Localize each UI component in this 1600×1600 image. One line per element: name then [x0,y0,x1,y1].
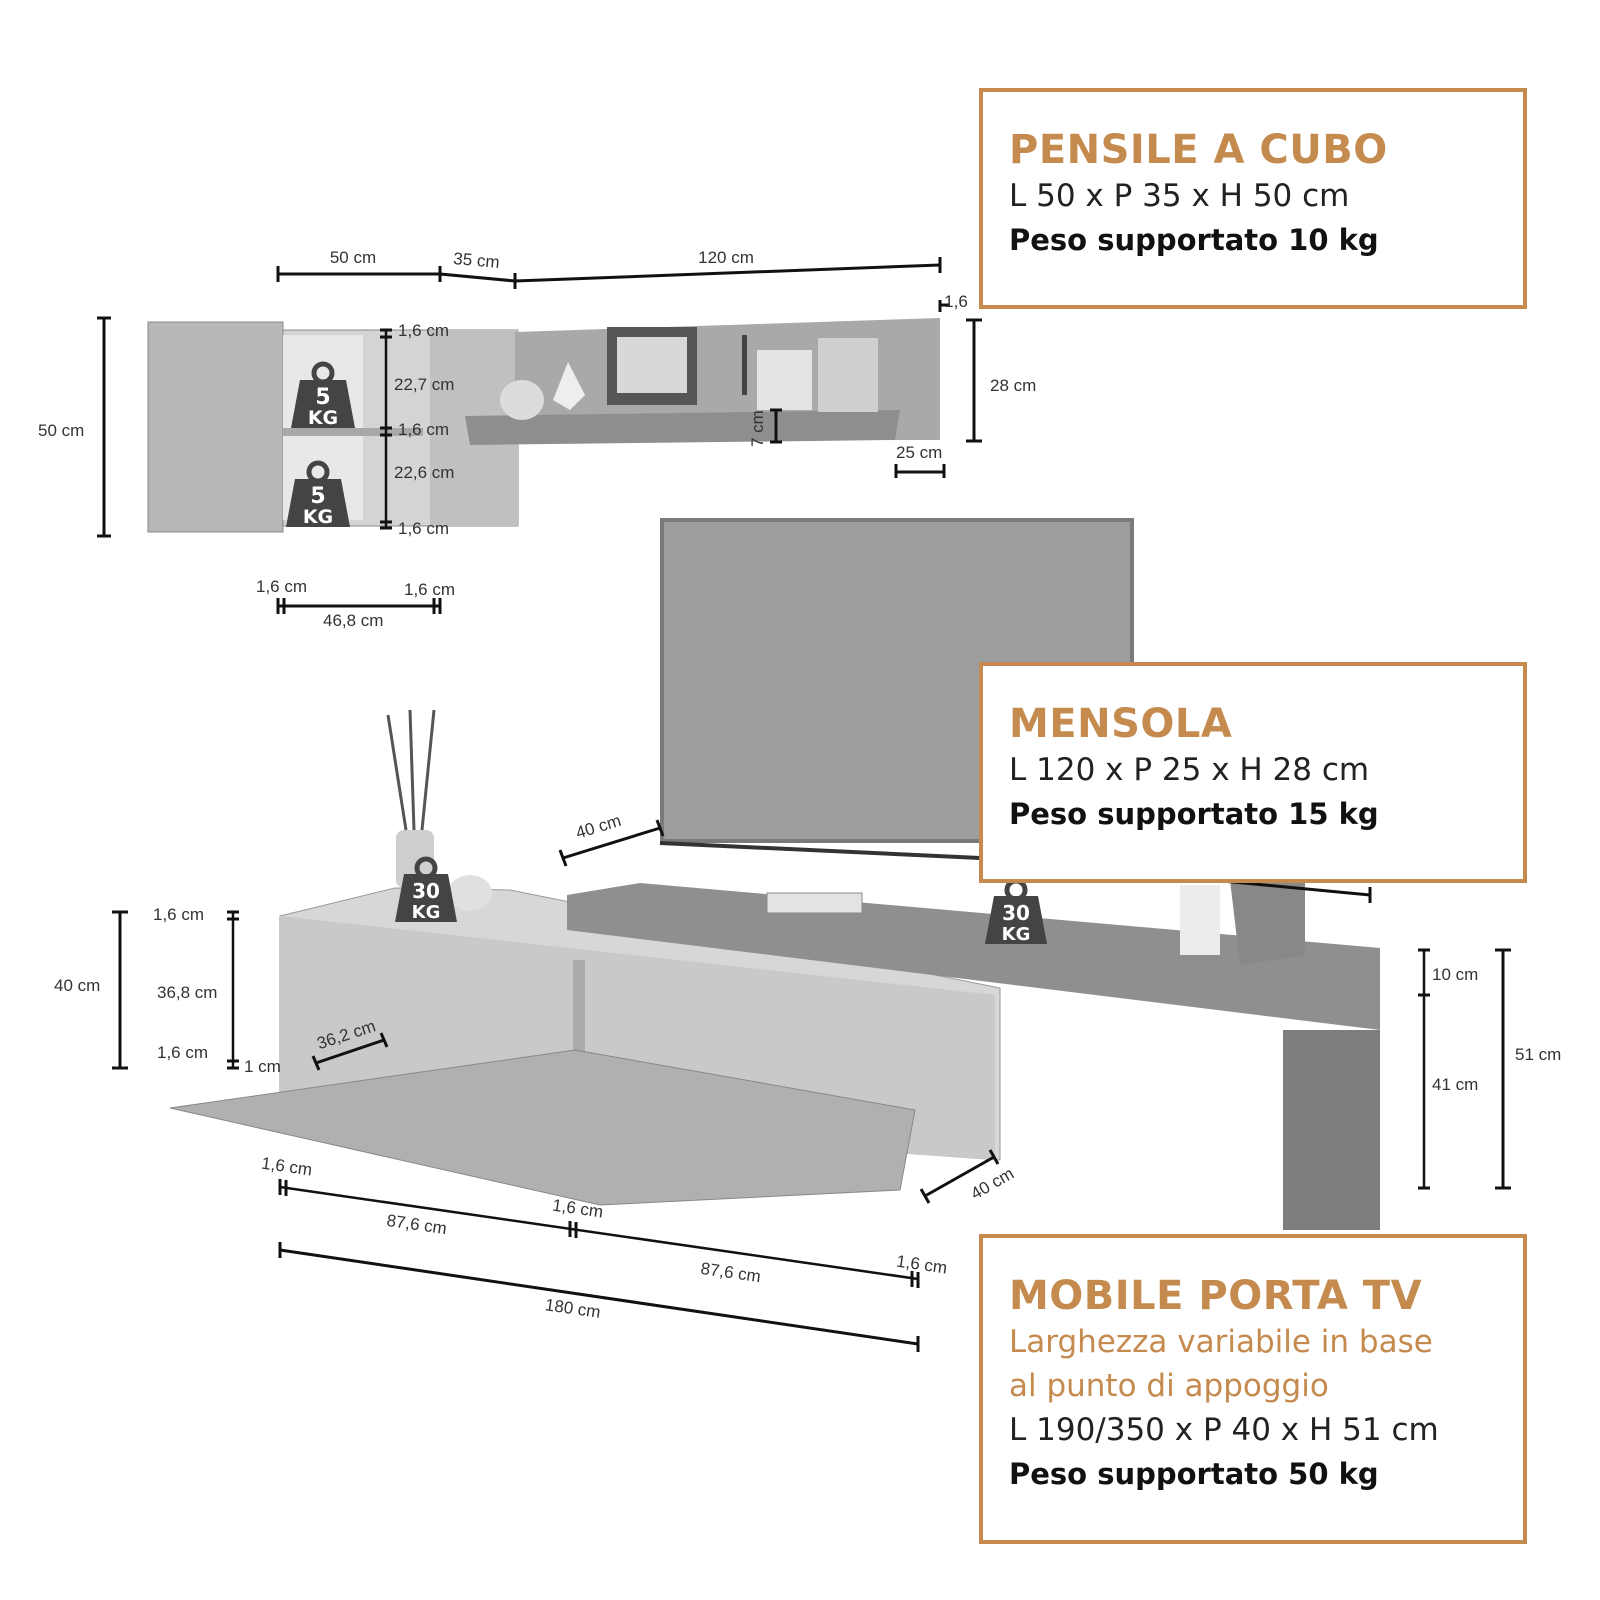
weight-5kg-top: 5 KG [291,361,355,429]
dim-cube-bottom: 1,6 cm [398,519,449,538]
dim-stand-depth: 40 cm [968,1164,1018,1204]
dim-front-right: 1,6 cm [895,1252,948,1278]
weight-30-label: 30 [412,879,440,903]
dim-total-height: 51 cm [1515,1045,1561,1064]
mensola-peso: Peso supportato 15 kg [1009,797,1379,831]
dim-cube-top: 1,6 cm [398,321,449,340]
weight-5kg-bottom: 5 KG [286,460,350,528]
top-dimensions [97,257,982,614]
dim-cube-height: 50 cm [38,421,84,440]
mobile-peso: Peso supportato 50 kg [1009,1457,1379,1491]
dim-shelf-width: 120 cm [698,248,754,267]
info-box-mensola: MENSOLA L 120 x P 25 x H 28 cm Peso supp… [979,662,1527,883]
weight-kg-label: KG [303,506,333,528]
dim-shelf-depth: 25 cm [896,443,942,462]
info-box-mobile: MOBILE PORTA TV Larghezza variabile in b… [979,1234,1527,1544]
dim-cube-width: 50 cm [330,248,376,267]
dim-cube-depth: 35 cm [453,249,501,272]
mensola-title: MENSOLA [1009,701,1233,747]
dim-cube-upper: 22,7 cm [394,375,454,394]
dim-cube-lower: 22,6 cm [394,463,454,482]
dim-stand-height: 40 cm [54,976,100,995]
weight-5-label: 5 [315,385,330,410]
dim-front-bay2: 87,6 cm [699,1259,762,1286]
dim-leg-height: 41 cm [1432,1075,1478,1094]
dim-inner-width: 46,8 cm [323,611,383,630]
dim-side-left: 1,6 cm [256,577,307,596]
weight-30kg-right: 30 KG [985,878,1047,945]
mobile-desc-line2: al punto di appoggio [1009,1368,1329,1404]
mobile-dims: L 190/350 x P 40 x H 51 cm [1009,1412,1439,1448]
info-box-pensile: PENSILE A CUBO L 50 x P 35 x H 50 cm Pes… [979,88,1527,309]
weight-kg-label: KG [1002,924,1031,945]
dim-shelf-height: 28 cm [990,376,1036,395]
dim-flap-gap: 1 cm [244,1057,281,1076]
weight-5-label: 5 [310,484,325,509]
dim-front-left: 1,6 cm [260,1154,313,1180]
mobile-desc-line1: Larghezza variabile in base [1009,1324,1433,1360]
dim-top-thickness: 10 cm [1432,965,1478,984]
wall-shelf [465,318,940,445]
tv-stand [169,709,1380,1230]
dim-side-right: 1,6 cm [404,580,455,599]
weight-30-label: 30 [1002,901,1030,925]
dim-shelf-thickness: 1,6 [944,292,968,311]
mensola-dims: L 120 x P 25 x H 28 cm [1009,752,1370,788]
dim-front-total: 180 cm [544,1295,602,1322]
weight-kg-label: KG [412,902,441,923]
dim-stand-inner: 36,8 cm [157,983,217,1002]
dim-stand-bottom: 1,6 cm [157,1043,208,1062]
dim-front-bay1: 87,6 cm [385,1211,448,1238]
dim-tv-depth: 40 cm [573,811,623,843]
pensile-dims: L 50 x P 35 x H 50 cm [1009,178,1350,214]
weight-kg-label: KG [308,407,338,429]
mobile-title: MOBILE PORTA TV [1009,1273,1423,1319]
dim-shelf-lip: 7 cm [748,410,767,447]
pensile-peso: Peso supportato 10 kg [1009,223,1379,257]
pensile-title: PENSILE A CUBO [1009,127,1388,173]
dim-stand-top: 1,6 cm [153,905,204,924]
dim-cube-mid: 1,6 cm [398,420,449,439]
weight-30kg-left: 30 KG [395,856,457,923]
